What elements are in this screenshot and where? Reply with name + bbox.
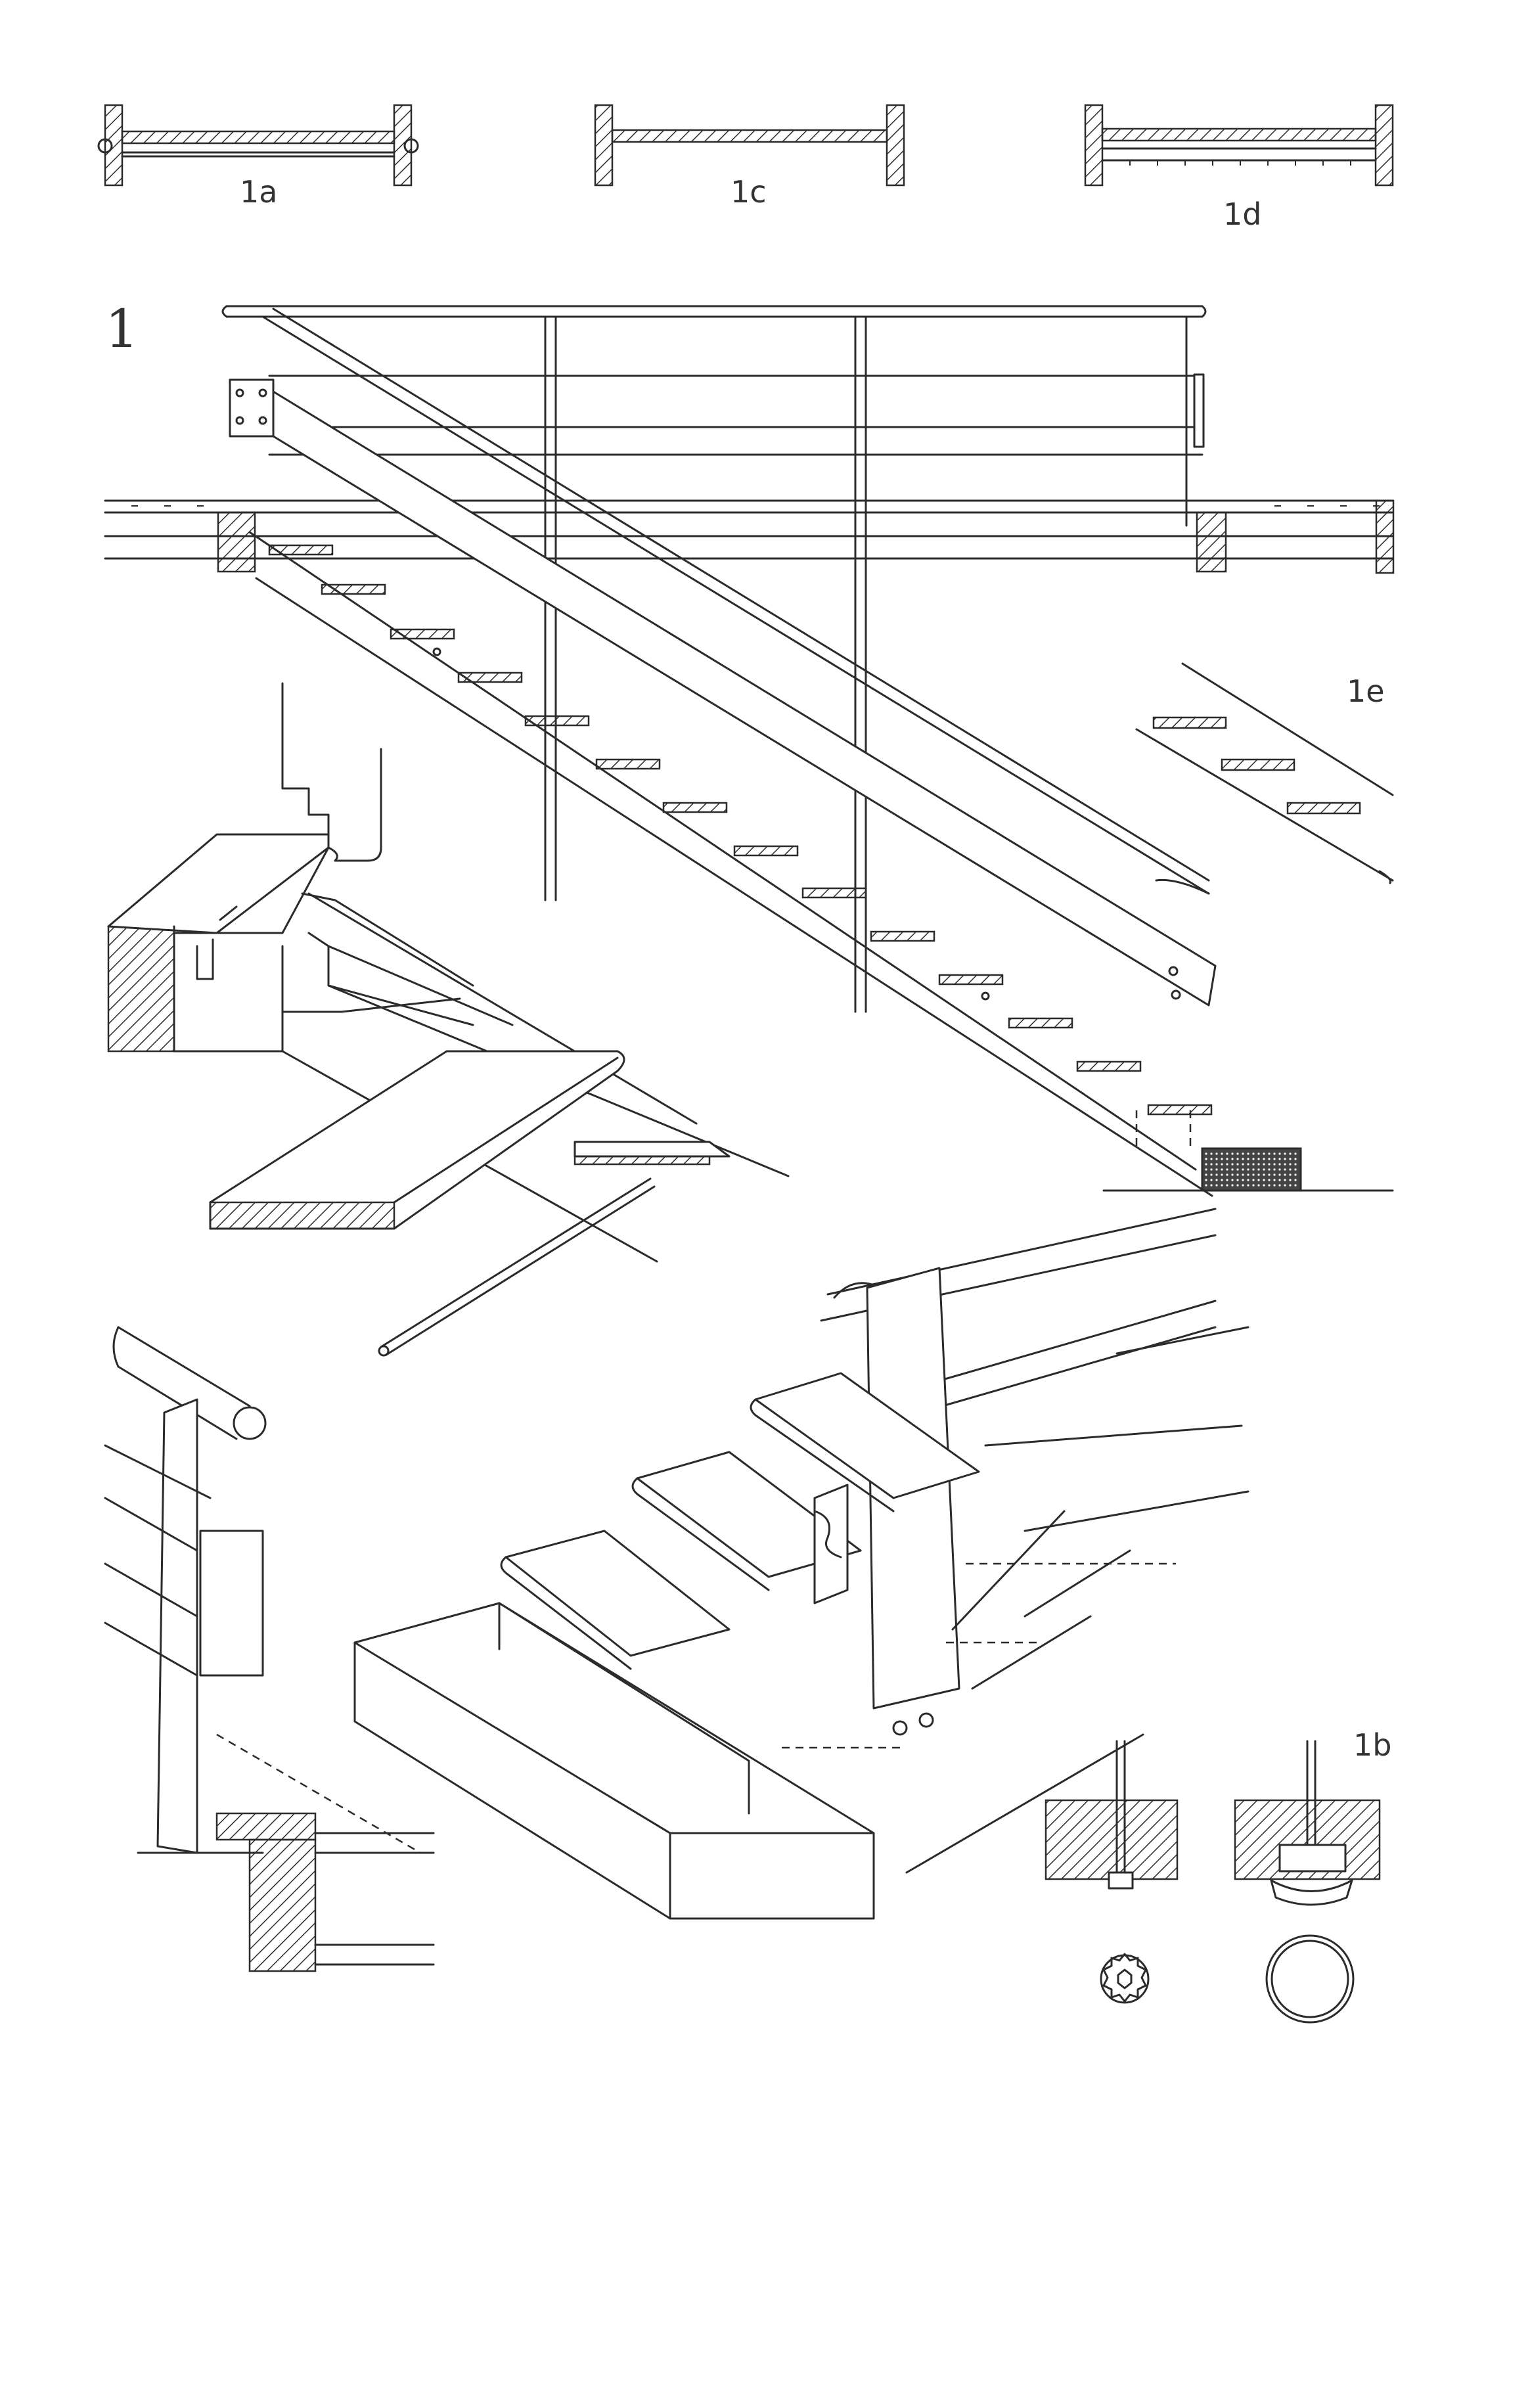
handrail-post-detail [104, 1326, 435, 1972]
stringer-board [272, 390, 1217, 1007]
detail-1b-left-block [1045, 1799, 1179, 1880]
detail-1a-left-post [104, 104, 124, 187]
upper-right-beam-section [1196, 511, 1227, 573]
detail-1d: 1d [1084, 104, 1394, 232]
stone-bottom-step [353, 1602, 875, 1920]
isometric-stair-detail [353, 1208, 1249, 1920]
detail-1a-right-post [393, 104, 413, 187]
label-1b: 1b [1353, 1727, 1391, 1763]
detail-1a-rail [121, 130, 395, 145]
post-profile [156, 1398, 198, 1854]
label-1: 1 [105, 298, 139, 359]
joint-exploded-detail [107, 682, 790, 1357]
label-1c: 1c [731, 174, 767, 210]
label-1a: 1a [240, 174, 277, 210]
upper-floor-beam-section [217, 511, 256, 573]
detail-1b: 1b [1045, 1727, 1391, 2024]
detail-1c-right-post [886, 104, 905, 187]
label-1e: 1e [1347, 673, 1385, 709]
detail-1e: 1e [1135, 662, 1394, 884]
detail-1d-right-post [1374, 104, 1394, 187]
detail-1c: 1c [594, 104, 905, 210]
detail-1d-left-post [1084, 104, 1104, 187]
figure-1-stair-elevation: 1 [104, 298, 1395, 1197]
stair-treads [268, 544, 1213, 1116]
label-1d: 1d [1223, 196, 1261, 232]
detail-1a: 1a [97, 104, 419, 210]
detail-1d-rail [1101, 127, 1377, 142]
loose-tread-board [209, 1050, 625, 1230]
detail-1c-rail [611, 129, 888, 143]
detail-1c-left-post [594, 104, 614, 187]
washer-plan-view [1265, 1934, 1355, 2024]
base-footing [1201, 1147, 1302, 1192]
nut-plan-view [1100, 1954, 1150, 2004]
beam-end-section [107, 925, 175, 1053]
